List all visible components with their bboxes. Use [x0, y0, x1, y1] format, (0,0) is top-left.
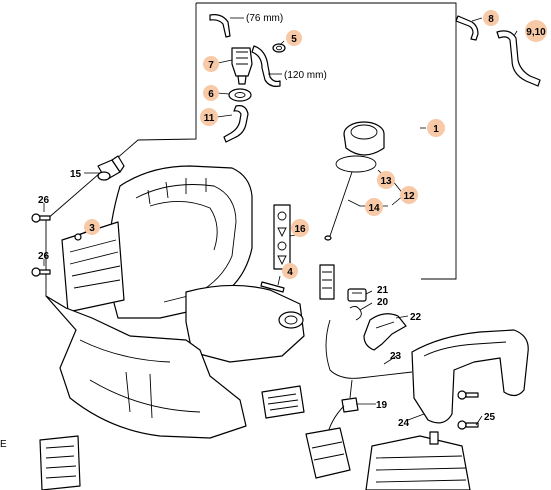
svg-text:11: 11	[204, 113, 215, 124]
hose-120mm	[251, 45, 281, 87]
spark-plug-15	[97, 155, 125, 181]
housing-base	[45, 295, 247, 439]
callout-13: 13	[377, 171, 395, 189]
grommet-5	[272, 43, 286, 53]
control-handle-24	[411, 329, 529, 424]
screw-26-upper	[31, 213, 51, 223]
spring-20	[349, 305, 362, 321]
svg-text:4: 4	[287, 267, 293, 278]
svg-text:16: 16	[294, 224, 306, 235]
callout-8: 8	[483, 10, 499, 26]
hose-8	[455, 15, 479, 41]
callout-19: 19	[376, 400, 388, 411]
callout-26-upper: 26	[38, 195, 50, 206]
fuel-cap-assembly	[324, 121, 385, 241]
svg-text:12: 12	[403, 191, 415, 202]
callout-1: 1	[427, 119, 445, 137]
svg-text:5: 5	[291, 34, 297, 45]
callout-6: 6	[203, 85, 219, 101]
callout-23: 23	[390, 351, 402, 362]
screw-26-lower	[31, 267, 51, 277]
svg-text:14: 14	[368, 203, 380, 214]
callout-7: 7	[203, 56, 219, 72]
svg-text:8: 8	[488, 14, 494, 25]
ignition-module	[305, 427, 351, 479]
screw-25-upper	[457, 390, 479, 400]
leader-lines	[43, 17, 518, 426]
warning-decal-16	[273, 204, 291, 270]
callout-21: 21	[377, 285, 389, 296]
fuel-tank	[185, 284, 305, 363]
svg-text:3: 3	[89, 223, 95, 234]
hose-long-dimension: (120 mm)	[284, 70, 327, 81]
callout-5: 5	[286, 30, 302, 46]
svg-text:6: 6	[208, 89, 214, 100]
throttle-cable-23	[325, 319, 413, 379]
throttle-trigger-22	[363, 313, 407, 351]
hose-short-dimension: (76 mm)	[246, 13, 283, 24]
hose-9-10	[496, 30, 541, 87]
callout-9-10: 9,10	[525, 20, 547, 42]
decal-right	[319, 264, 335, 300]
callout-15: 15	[70, 169, 82, 180]
callout-4: 4	[282, 263, 298, 279]
edge-fragment: E	[0, 439, 7, 450]
elbow-hose-11	[223, 105, 249, 143]
assembly-frame	[45, 2, 457, 296]
screw-25-lower	[457, 420, 479, 430]
callout-11: 11	[200, 108, 218, 126]
switch-21	[347, 288, 367, 302]
callout-26-lower: 26	[38, 251, 50, 262]
callout-20: 20	[377, 297, 389, 308]
engine-cylinder	[365, 431, 471, 490]
callout-22: 22	[410, 312, 422, 323]
callout-25: 25	[484, 412, 496, 423]
pin-4	[260, 281, 285, 293]
hose-76mm	[209, 14, 231, 38]
grommet-6	[228, 88, 252, 102]
callout-24: 24	[398, 418, 410, 429]
callout-16: 16	[291, 219, 309, 237]
svg-text:9,10: 9,10	[526, 27, 546, 38]
fan-inlet	[61, 221, 125, 313]
callout-12: 12	[400, 186, 418, 204]
svg-text:7: 7	[208, 60, 214, 71]
carburetor-fitting	[231, 47, 253, 85]
callout-14: 14	[365, 198, 383, 216]
screw-3	[74, 233, 82, 241]
callout-3: 3	[84, 219, 100, 235]
svg-text:13: 13	[380, 176, 392, 187]
decal-bottom-left	[39, 435, 81, 490]
decal-center	[261, 385, 305, 419]
svg-text:1: 1	[433, 124, 439, 135]
